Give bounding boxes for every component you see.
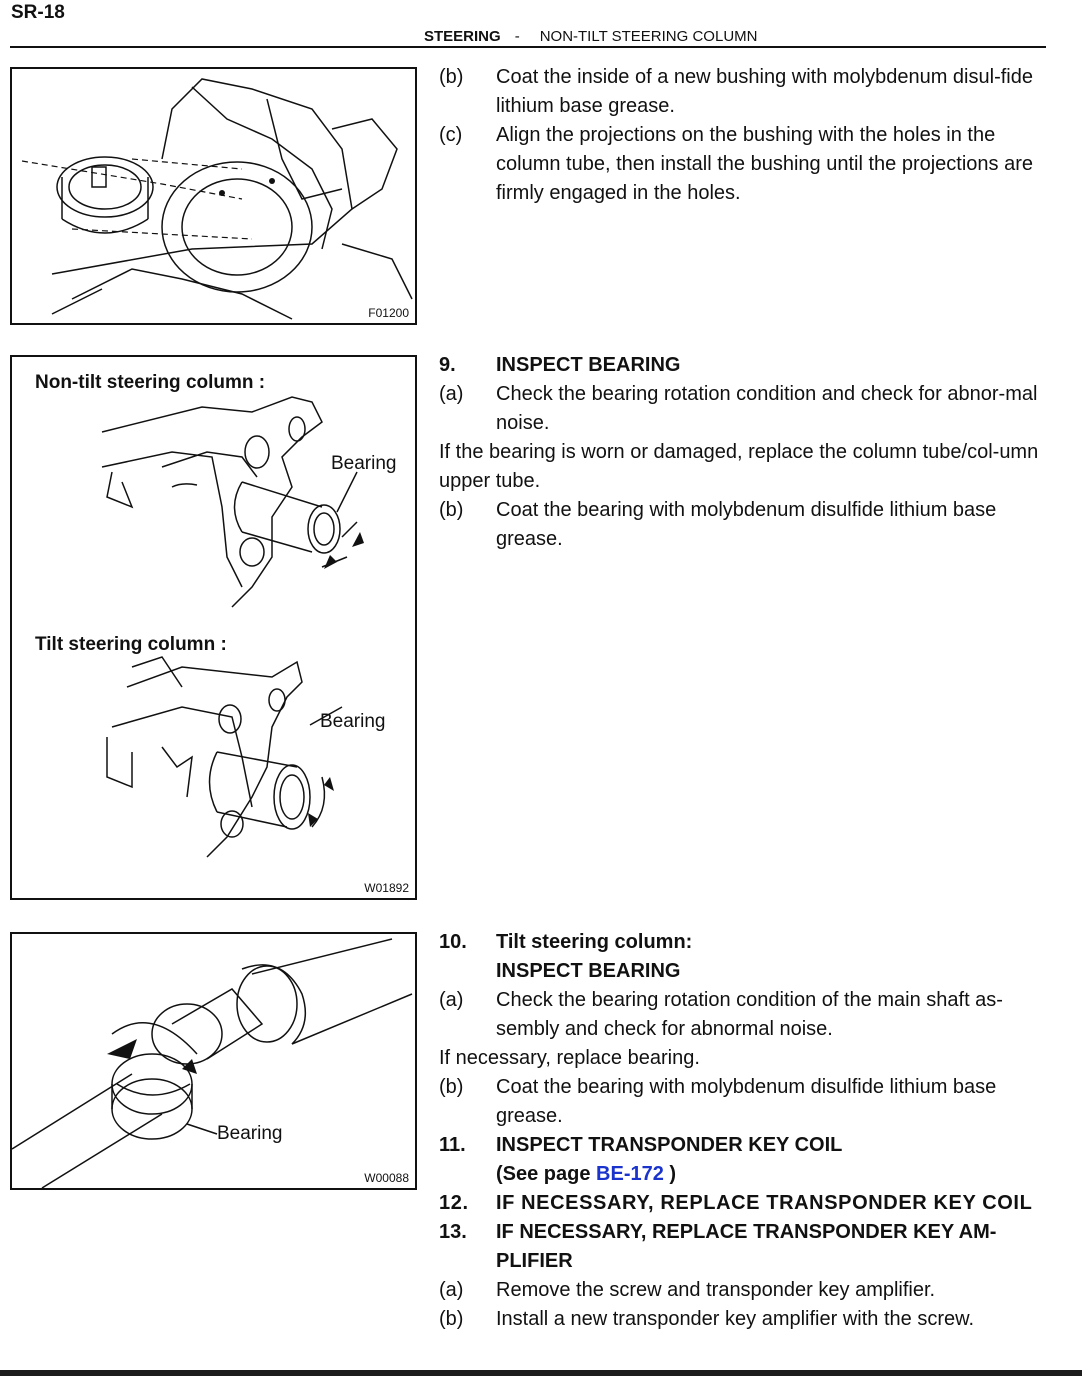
note-text: If necessary, replace bearing. <box>439 1047 700 1069</box>
step-text: Coat the bearing with molybdenum disulfi… <box>496 1076 997 1127</box>
figure-code: F01200 <box>368 306 409 320</box>
step-text: Coat the inside of a new bushing with mo… <box>496 66 1033 117</box>
step-a: (a) Remove the screw and transponder key… <box>439 1276 1049 1305</box>
step-title: INSPECT BEARING <box>496 354 681 376</box>
note-text: If the bearing is worn or damaged, repla… <box>439 441 1039 492</box>
callout-bearing-tilt: Bearing <box>320 711 386 732</box>
step-text: Check the bearing rotation condition of … <box>496 989 1003 1040</box>
step-title: IF NECESSARY, REPLACE TRANSPONDER KEY AM… <box>496 1221 997 1272</box>
step-title-line-1: Tilt steering column: <box>496 931 693 953</box>
header-rule <box>10 46 1046 48</box>
step-10-heading: 10. Tilt steering column: INSPECT BEARIN… <box>439 928 1049 986</box>
step-b: (b) Coat the bearing with molybdenum dis… <box>439 1073 1049 1131</box>
step-a: (a) Check the bearing rotation condition… <box>439 986 1049 1044</box>
figure-bearing-columns: Non-tilt steering column : Tilt steering… <box>10 355 417 900</box>
see-page-suffix: ) <box>663 1163 677 1185</box>
page-id: SR-18 <box>11 2 65 23</box>
step-number: 12. <box>439 1192 469 1214</box>
step-number: 9. <box>439 354 456 376</box>
callout-bearing-nontilt: Bearing <box>331 453 397 474</box>
figure-code: W01892 <box>364 881 409 895</box>
step-label: (b) <box>439 66 464 88</box>
figure-bushing-installation: F01200 <box>10 67 417 325</box>
step-a: (a) Check the bearing rotation condition… <box>439 380 1049 438</box>
step-text: Remove the screw and transponder key amp… <box>496 1279 936 1301</box>
see-page-link[interactable]: BE-172 <box>596 1163 664 1185</box>
step-title: IF NECESSARY, REPLACE TRANSPONDER KEY CO… <box>496 1192 1033 1214</box>
step-number: 10. <box>439 931 467 953</box>
text-block-inspect-bearing: 9. INSPECT BEARING (a) Check the bearing… <box>439 351 1049 554</box>
step-number: 13. <box>439 1221 467 1243</box>
step-13-heading: 13. IF NECESSARY, REPLACE TRANSPONDER KE… <box>439 1218 1049 1276</box>
figure-main-shaft-bearing: Bearing W00088 <box>10 932 417 1190</box>
step-c: (c) Align the projections on the bushing… <box>439 121 1049 208</box>
step-11-heading: 11. INSPECT TRANSPONDER KEY COIL (See pa… <box>439 1131 1049 1189</box>
step-9-heading: 9. INSPECT BEARING <box>439 351 1049 380</box>
step-b: (b) Coat the bearing with molybdenum dis… <box>439 496 1049 554</box>
step-text: Coat the bearing with molybdenum disulfi… <box>496 499 997 550</box>
step-12-heading: 12. IF NECESSARY, REPLACE TRANSPONDER KE… <box>439 1189 1049 1218</box>
bushing-illustration <box>21 78 413 320</box>
step-b: (b) Coat the inside of a new bushing wit… <box>439 63 1049 121</box>
step-label: (b) <box>439 1308 464 1330</box>
label-nontilt-column: Non-tilt steering column : <box>35 372 266 393</box>
step-title: INSPECT TRANSPONDER KEY COIL <box>496 1134 843 1156</box>
section-title: STEERING <box>424 28 501 45</box>
page-header: STEERING- NON-TILT STEERING COLUMN <box>424 28 757 45</box>
step-label: (b) <box>439 499 464 521</box>
bearing-columns-illustration <box>101 396 364 858</box>
callout-bearing-shaft: Bearing <box>217 1123 283 1144</box>
step-b: (b) Install a new transponder key amplif… <box>439 1305 1049 1334</box>
step-label: (a) <box>439 989 464 1011</box>
main-shaft-illustration <box>12 938 413 1188</box>
see-page-prefix: (See page <box>496 1163 597 1185</box>
text-block-bushing: (b) Coat the inside of a new bushing wit… <box>439 63 1049 208</box>
step-text: Align the projections on the bushing wit… <box>496 124 1034 204</box>
step-title-line-2: INSPECT BEARING <box>496 960 681 982</box>
page-bottom-border <box>0 1370 1082 1376</box>
step-label: (b) <box>439 1076 464 1098</box>
see-page-reference: (See page BE-172 ) <box>496 1160 1049 1189</box>
step-text: Check the bearing rotation condition and… <box>496 383 1038 434</box>
header-separator: - <box>514 28 520 45</box>
figure-code: W00088 <box>364 1171 409 1185</box>
subsection-title: NON-TILT STEERING COLUMN <box>539 28 758 45</box>
step-label: (c) <box>439 124 463 146</box>
step-label: (a) <box>439 1279 464 1301</box>
step-text: Install a new transponder key amplifier … <box>496 1308 974 1330</box>
text-block-tilt-and-transponder: 10. Tilt steering column: INSPECT BEARIN… <box>439 928 1049 1334</box>
label-tilt-column: Tilt steering column : <box>35 634 227 655</box>
step-label: (a) <box>439 383 464 405</box>
step-number: 11. <box>439 1134 466 1156</box>
